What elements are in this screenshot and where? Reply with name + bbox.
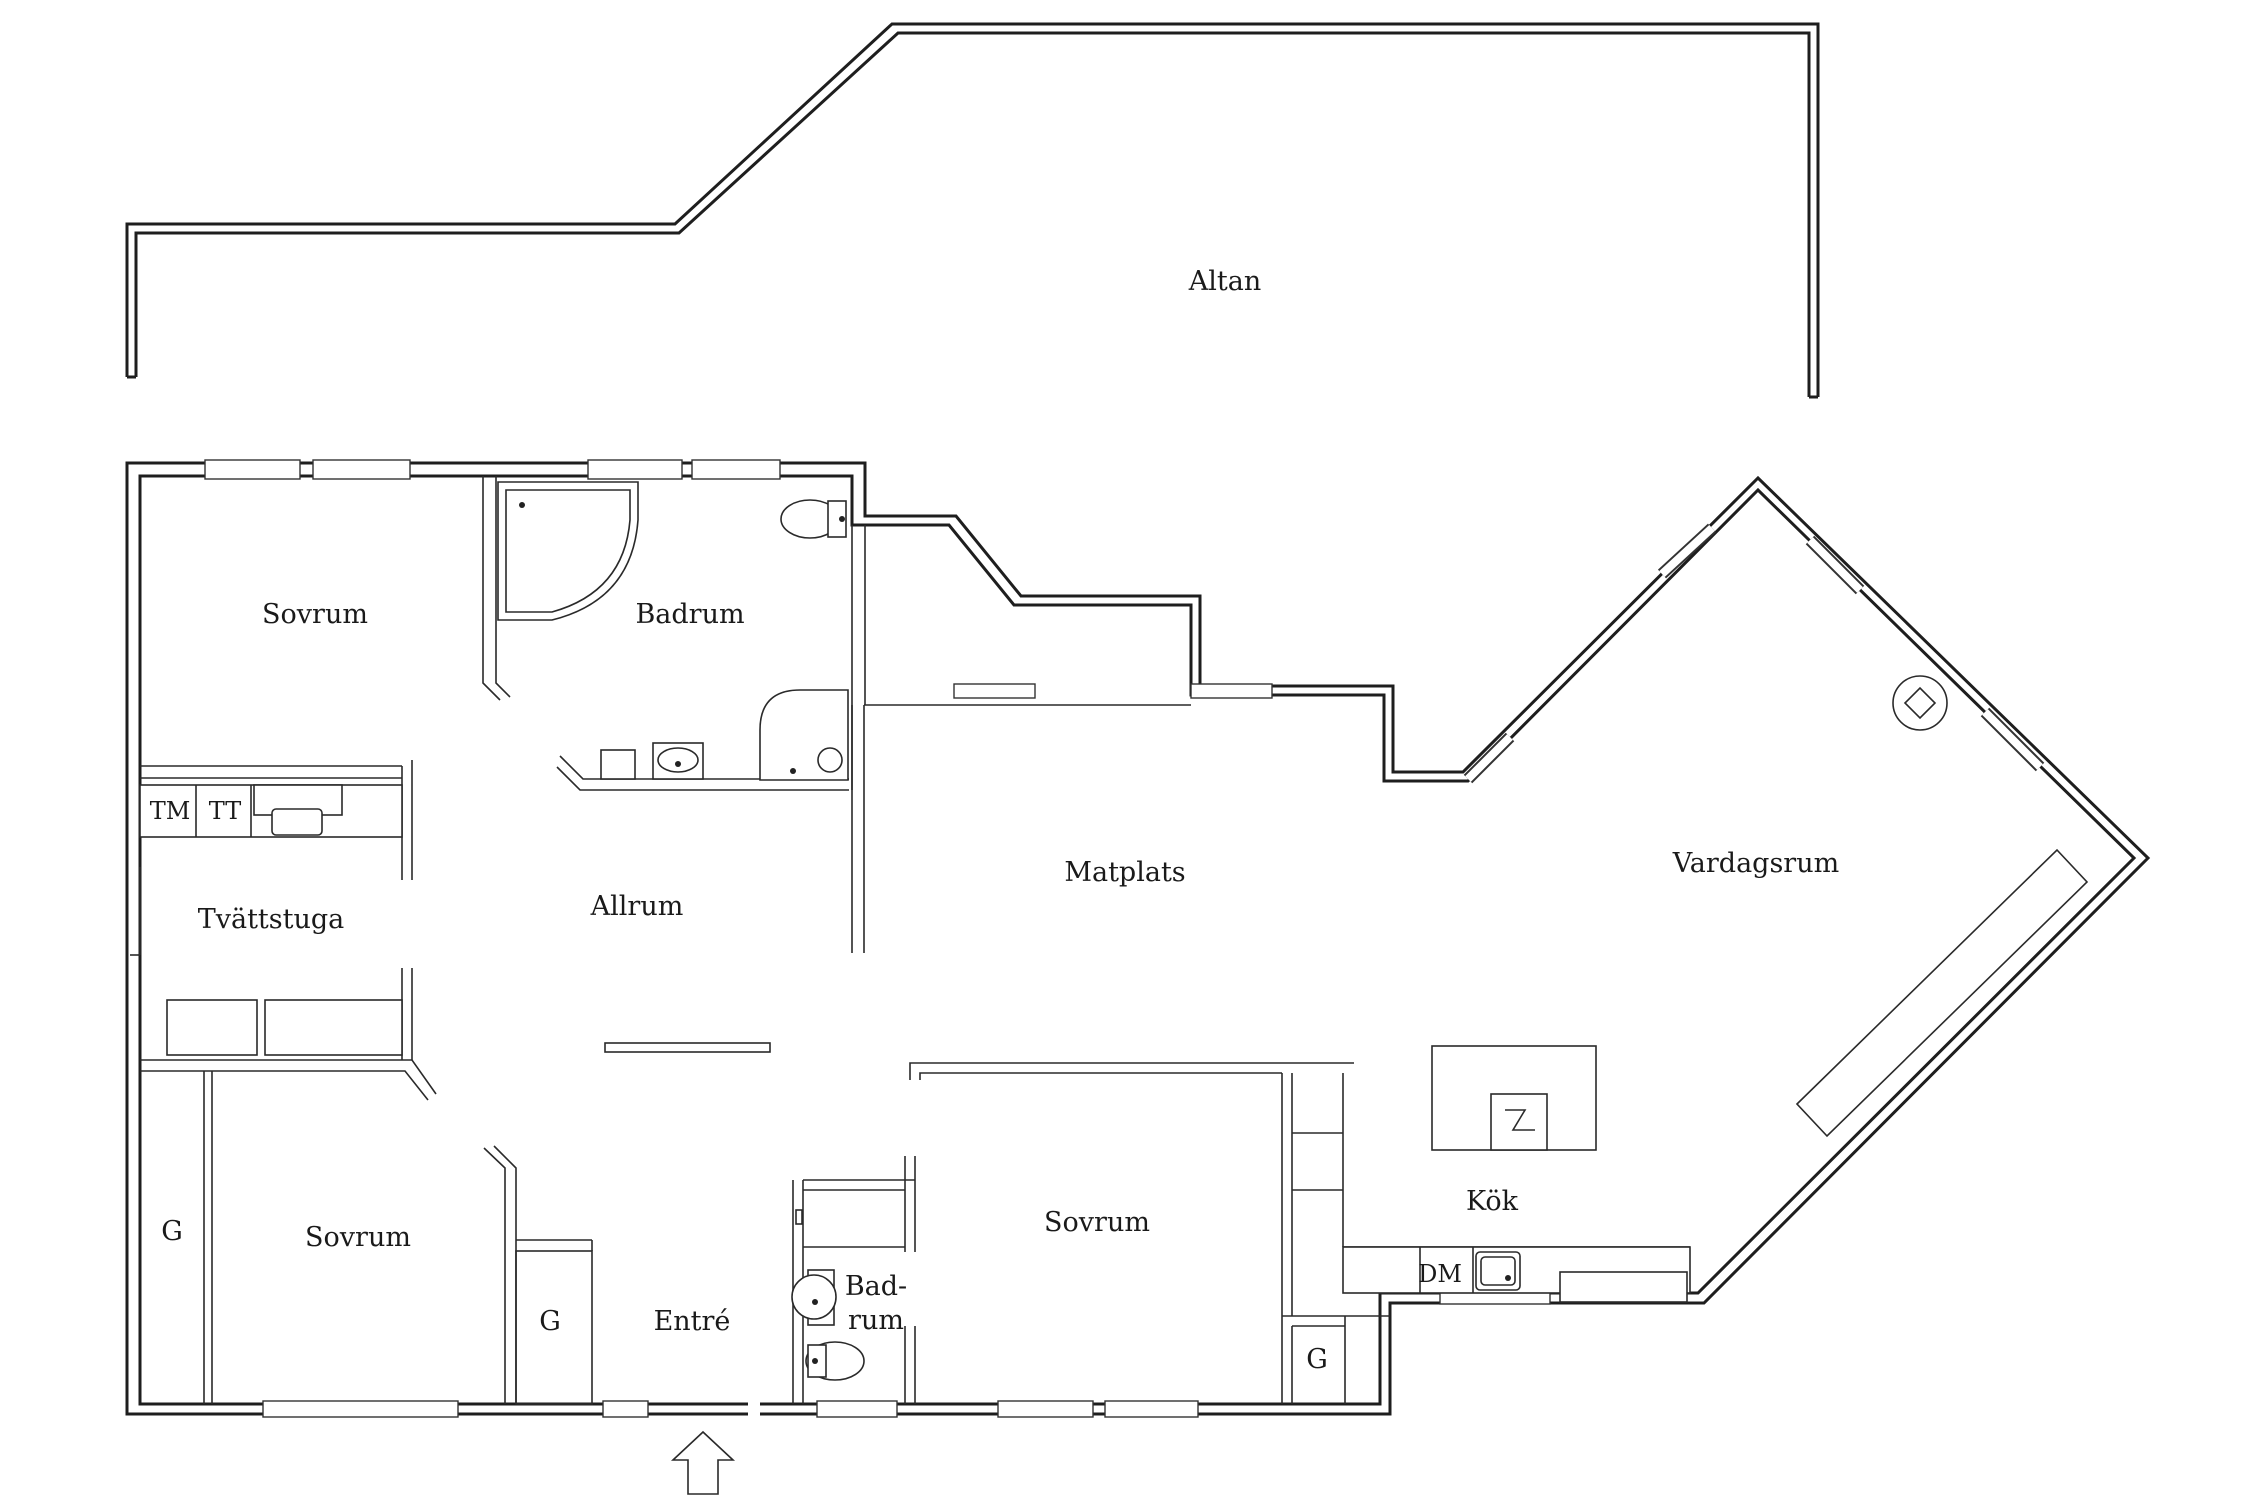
label-tm: TM	[150, 797, 191, 825]
label-badrum-small-2: rum	[848, 1305, 904, 1336]
label-tt: TT	[209, 797, 241, 825]
exterior-walls	[125, 461, 2151, 1416]
label-g-entre: G	[539, 1306, 561, 1337]
label-kok: Kök	[1466, 1186, 1519, 1217]
label-badrum-small-1: Bad-	[845, 1271, 907, 1302]
label-matplats: Matplats	[1064, 857, 1185, 888]
label-sovrum-s: Sovrum	[1044, 1207, 1150, 1238]
label-g-kok: G	[1306, 1344, 1328, 1375]
windows	[204, 459, 2045, 1418]
fixtures	[139, 481, 2089, 1381]
label-dm: DM	[1418, 1260, 1462, 1288]
label-g-west: G	[161, 1216, 183, 1247]
label-sovrum-nw: Sovrum	[262, 599, 368, 630]
label-vardagsrum: Vardagsrum	[1672, 848, 1839, 879]
label-badrum-main: Badrum	[635, 599, 744, 630]
label-altan: Altan	[1188, 266, 1261, 297]
entrance-arrow-icon	[670, 1430, 736, 1495]
altan-outline	[125, 22, 1820, 399]
room-labels: Altan Sovrum Badrum TM TT Tvättstuga All…	[150, 266, 1840, 1375]
label-entre: Entré	[654, 1306, 731, 1337]
label-sovrum-sw: Sovrum	[305, 1222, 411, 1253]
label-tvattstuga: Tvättstuga	[198, 904, 345, 935]
label-allrum: Allrum	[590, 891, 684, 922]
